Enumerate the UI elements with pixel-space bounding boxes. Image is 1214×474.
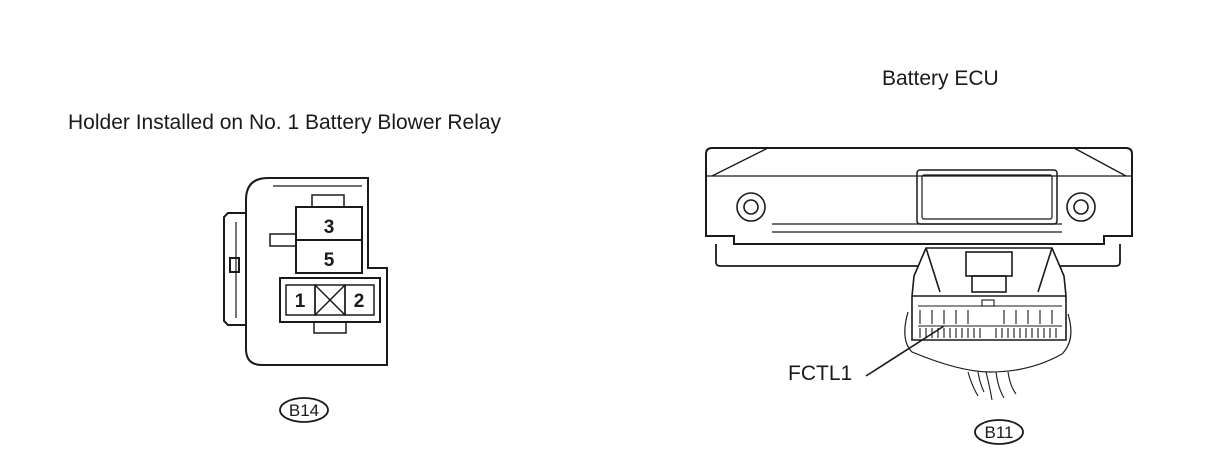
battery-ecu-title: Battery ECU [882, 67, 999, 90]
connector-code-b11: B11 [985, 423, 1014, 442]
relay-connector-b14 [223, 177, 388, 366]
fctl1-terminal-label: FCTL1 [788, 362, 853, 385]
connector-code-badge-b14: B14 [279, 397, 329, 423]
relay-holder-title: Holder Installed on No. 1 Battery Blower… [68, 111, 502, 134]
ecu-connector-b11 [904, 247, 1072, 401]
connector-code-badge-b11: B11 [974, 419, 1024, 445]
relay-pin-3: 3 [324, 217, 335, 238]
battery-ecu-housing [705, 147, 1133, 267]
fctl1-leader-line [865, 325, 945, 377]
relay-pin-5: 5 [324, 250, 335, 271]
relay-pin-1: 1 [295, 291, 306, 312]
connector-code-b14: B14 [289, 401, 319, 420]
relay-pin-2: 2 [354, 291, 365, 312]
